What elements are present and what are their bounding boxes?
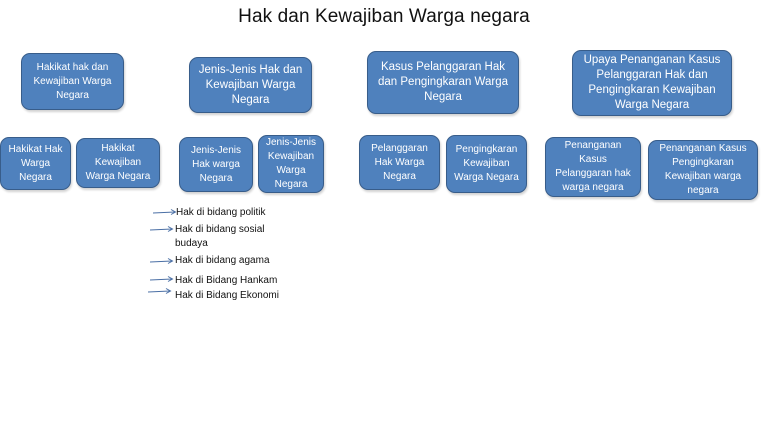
arrow-right-icon — [150, 258, 174, 264]
node-label: Penanganan Kasus Pelanggaran hak warga n… — [555, 140, 631, 193]
arrow-right-icon — [150, 226, 174, 232]
diagram-title: Hak dan Kewajiban Warga negara — [238, 6, 530, 27]
node-label: Jenis-Jenis Kewajiban Warga Negara — [265, 137, 317, 190]
node-penanganan-pelanggaran: Penanganan Kasus Pelanggaran hak warga n… — [545, 137, 641, 197]
arrow-right-icon — [148, 288, 172, 294]
list-item-text: Hak di bidang agama — [175, 255, 270, 266]
node-label: Hakikat Kewajiban Warga Negara — [85, 143, 151, 182]
node-label: Jenis-Jenis Hak dan Kewajiban Warga Nega… — [198, 63, 303, 106]
node-penanganan-pengingkaran: Penanganan Kasus Pengingkaran Kewajiban … — [648, 140, 758, 200]
node-label: Jenis-Jenis Hak warga Negara — [190, 144, 242, 184]
node-label: Hakikat hak dan Kewajiban Warga Negara — [33, 61, 112, 101]
arrow-right-icon — [153, 209, 177, 215]
node-upaya: Upaya Penanganan Kasus Pelanggaran Hak d… — [572, 50, 732, 116]
node-kasus: Kasus Pelanggaran Hak dan Pengingkaran W… — [367, 51, 519, 114]
node-jenis-kewajiban: Jenis-Jenis Kewajiban Warga Negara — [258, 135, 324, 193]
list-item-text: Hak di bidang sosial — [175, 224, 265, 235]
node-pelanggaran-hak: Pelanggaran Hak Warga Negara — [359, 135, 440, 190]
arrow-right-icon — [150, 276, 174, 282]
node-hakikat-hak: Hakikat Hak Warga Negara — [0, 137, 71, 190]
node-pengingkaran-kewajiban: Pengingkaran Kewajiban Warga Negara — [446, 135, 527, 193]
list-item-text-continued: budaya — [175, 238, 208, 249]
node-hakikat-kewajiban: Hakikat Kewajiban Warga Negara — [76, 138, 160, 188]
list-item-text: Hak di bidang politik — [176, 207, 266, 218]
node-label: Pelanggaran Hak Warga Negara — [371, 142, 428, 182]
list-item-text: Hak di Bidang Ekonomi — [175, 290, 279, 301]
node-hakikat: Hakikat hak dan Kewajiban Warga Negara — [21, 53, 124, 110]
list-item-text: Hak di Bidang Hankam — [175, 275, 278, 286]
node-jenis-hak: Jenis-Jenis Hak warga Negara — [179, 137, 253, 192]
node-label: Upaya Penanganan Kasus Pelanggaran Hak d… — [583, 54, 721, 111]
node-label: Penanganan Kasus Pengingkaran Kewajiban … — [659, 143, 747, 196]
node-label: Pengingkaran Kewajiban Warga Negara — [454, 144, 519, 183]
node-label: Kasus Pelanggaran Hak dan Pengingkaran W… — [378, 61, 508, 103]
node-label: Hakikat Hak Warga Negara — [8, 143, 63, 183]
node-jenis: Jenis-Jenis Hak dan Kewajiban Warga Nega… — [189, 57, 312, 113]
